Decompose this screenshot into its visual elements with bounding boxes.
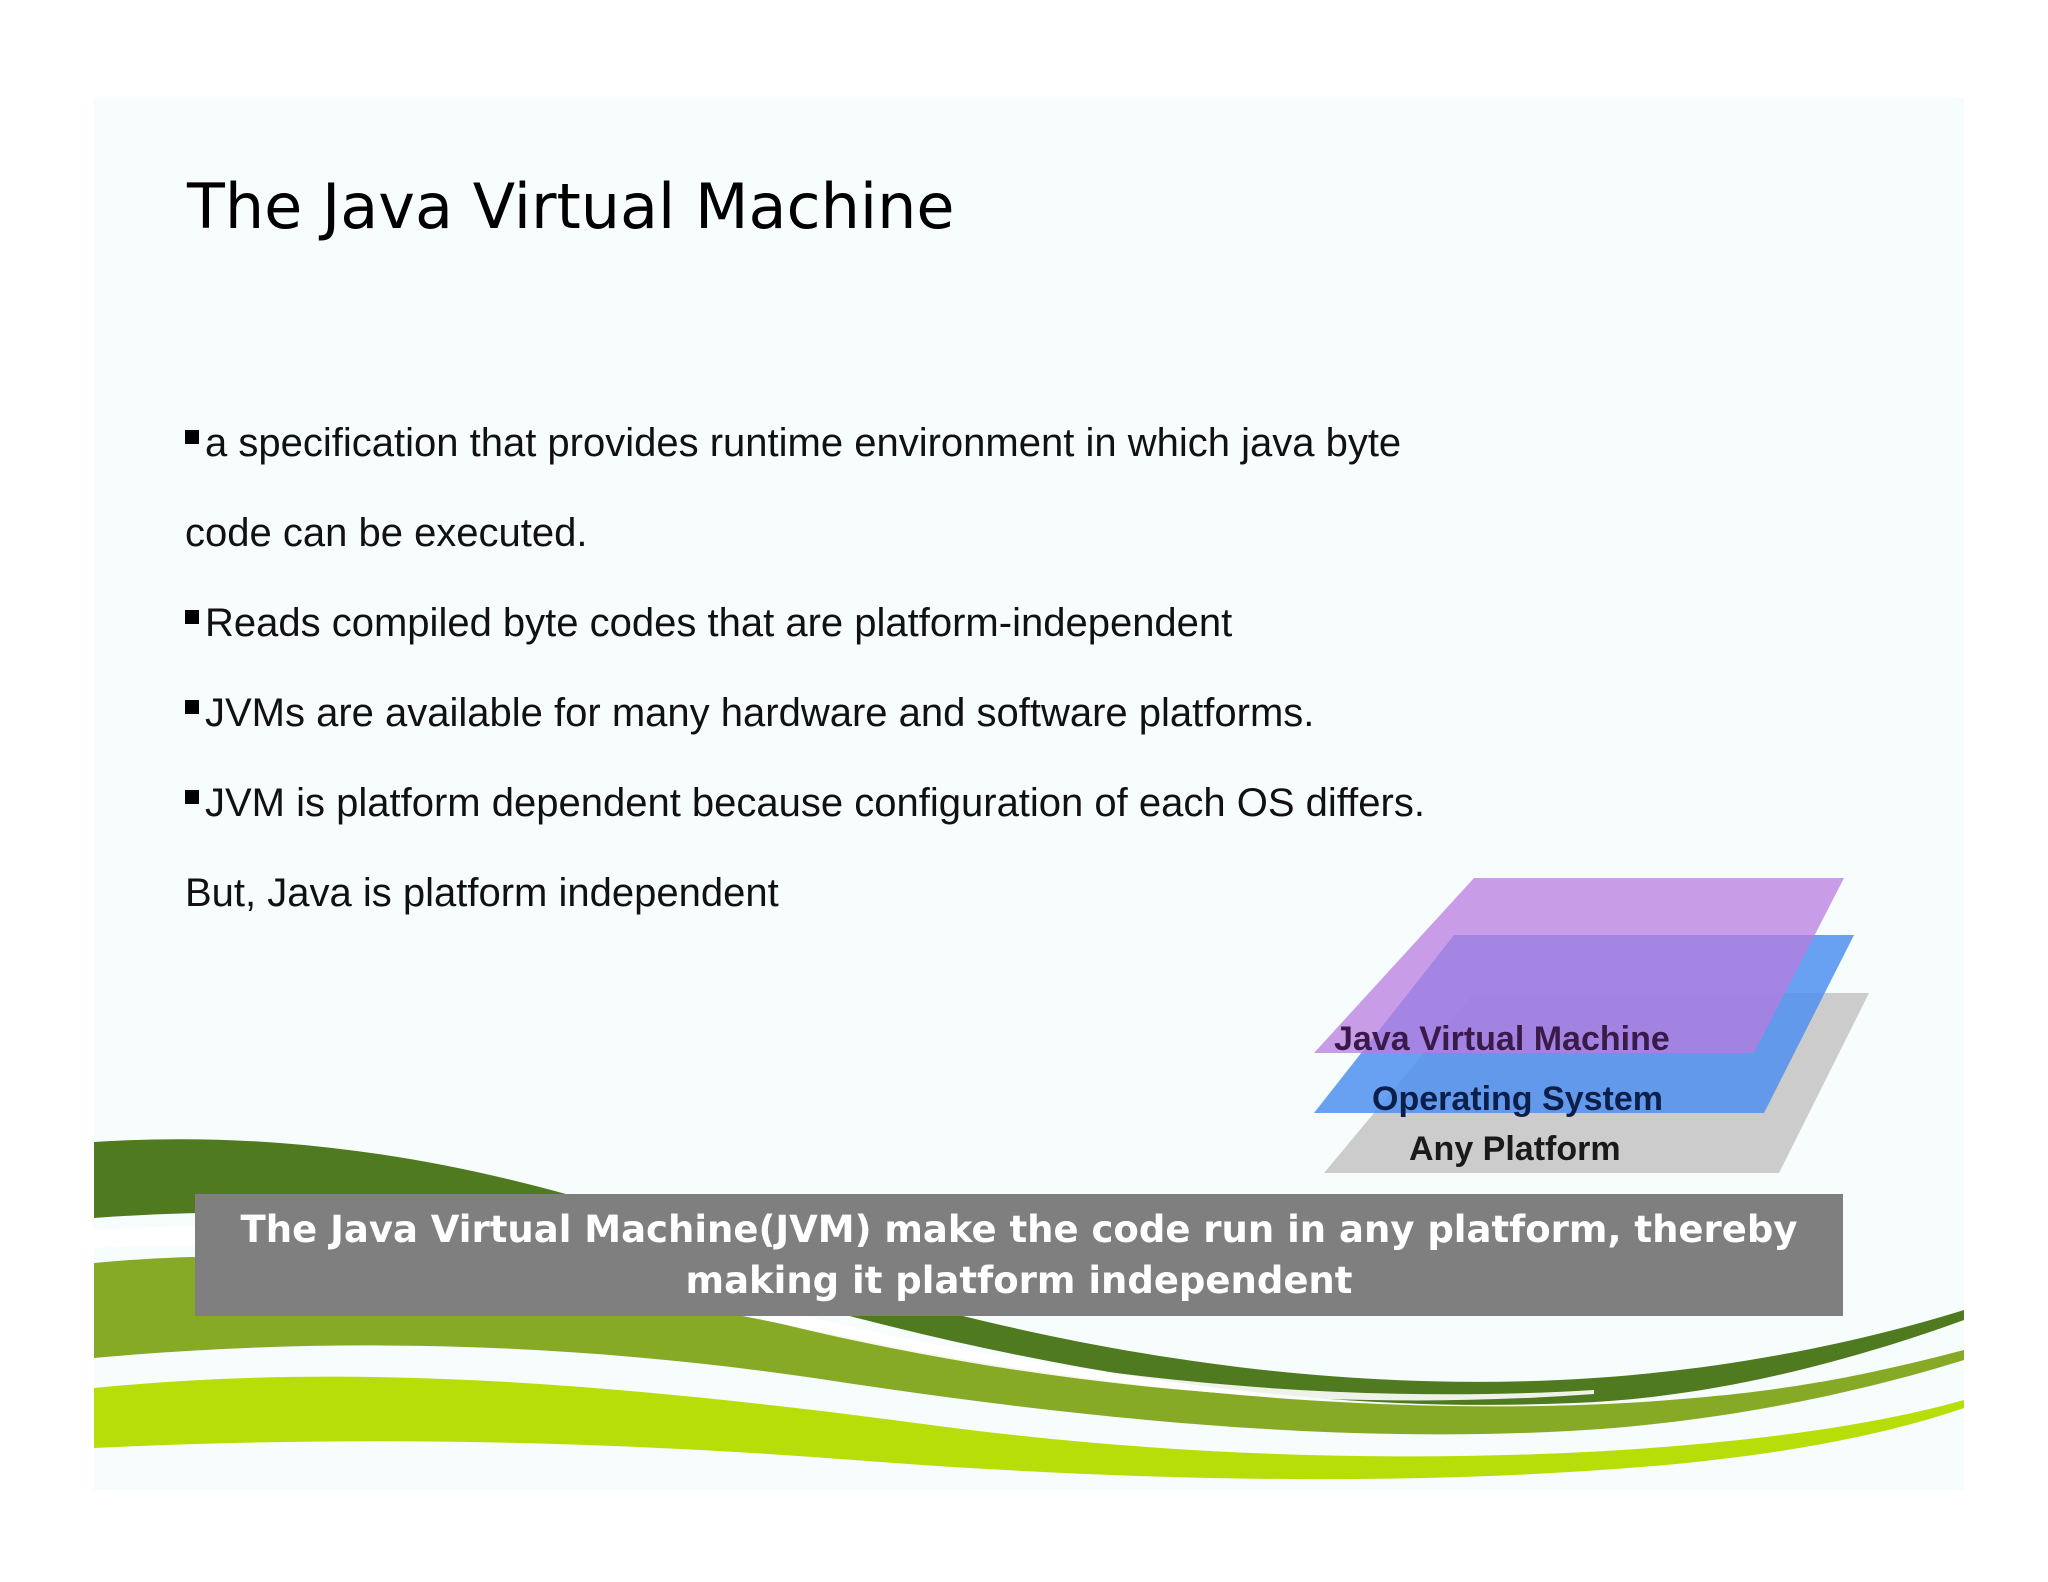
layer-java-virtual-machine <box>1314 878 1844 1053</box>
square-bullet-icon <box>185 610 199 624</box>
body-line-6: But, Java is platform independent <box>185 871 779 915</box>
layer-label-platform: Any Platform <box>1409 1130 1621 1168</box>
square-bullet-icon <box>185 700 199 714</box>
body-line-4: JVMs are available for many hardware and… <box>185 668 1685 758</box>
jvm-layer-diagram: Java Virtual Machine Operating System An… <box>1314 878 1869 1173</box>
slide-body: a specification that provides runtime en… <box>185 398 1685 938</box>
layer-label-jvm: Java Virtual Machine <box>1334 1020 1670 1058</box>
body-line-5: JVM is platform dependent because config… <box>185 758 1685 848</box>
caption-text: The Java Virtual Machine(JVM) make the c… <box>240 1208 1798 1302</box>
square-bullet-icon <box>185 790 199 804</box>
square-bullet-icon <box>185 430 199 444</box>
body-line-1: a specification that provides runtime en… <box>185 398 1685 488</box>
slide: The Java Virtual Machine a specification… <box>94 98 1964 1490</box>
body-line-3: Reads compiled byte codes that are platf… <box>185 578 1685 668</box>
body-line-2: code can be executed. <box>185 511 588 555</box>
wave-light <box>94 1376 1964 1480</box>
layer-label-os: Operating System <box>1372 1080 1663 1118</box>
caption-banner: The Java Virtual Machine(JVM) make the c… <box>195 1194 1843 1316</box>
slide-title: The Java Virtual Machine <box>187 170 955 243</box>
